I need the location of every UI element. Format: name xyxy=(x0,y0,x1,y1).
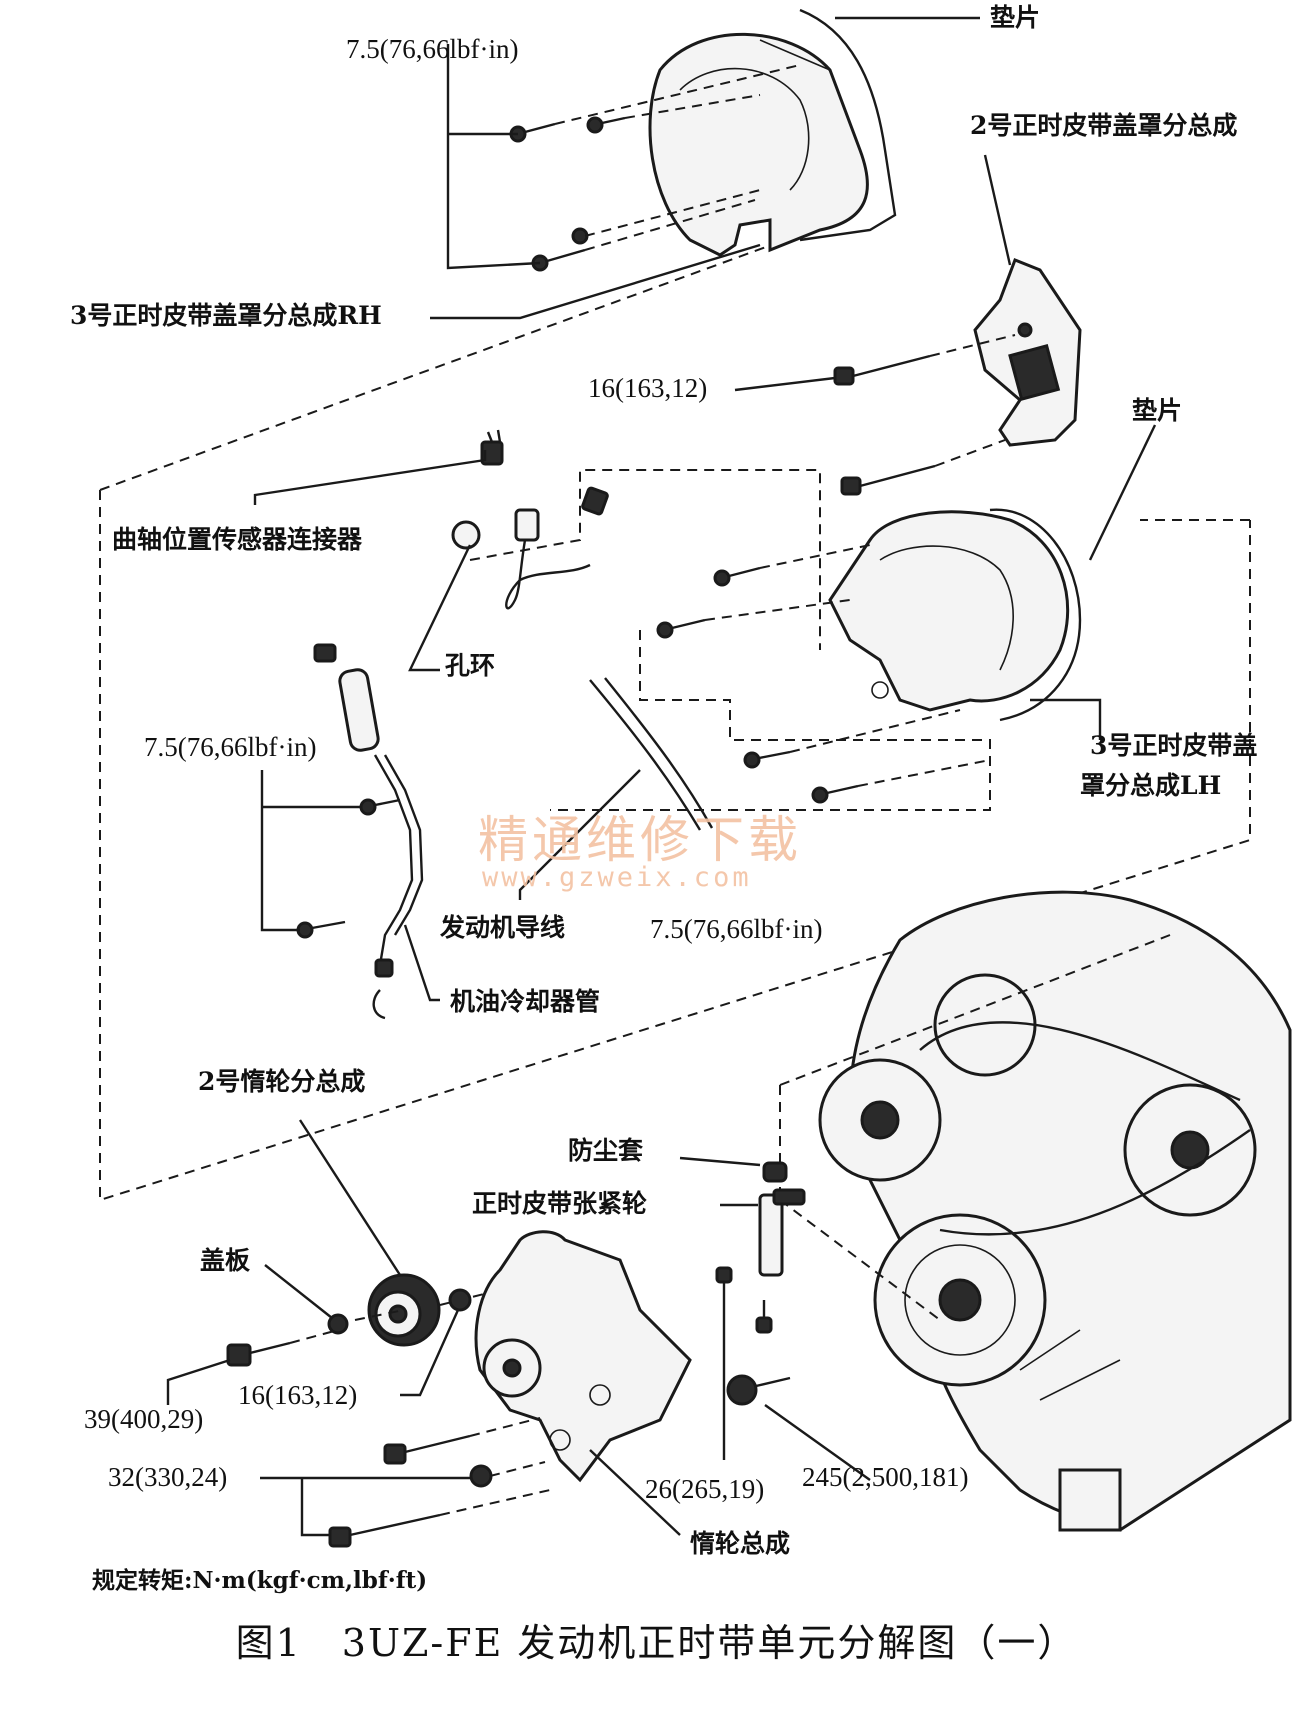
bolt-16-a xyxy=(833,354,931,386)
label-torque-16-b: 16(163,12) xyxy=(238,1380,358,1410)
bolt-top-1 xyxy=(509,122,556,143)
label-spec-torque: 规定转矩:N·m(kgf·cm,lbf·ft) xyxy=(92,1567,428,1594)
engine-block-part xyxy=(818,890,1292,1532)
bolt-mid-4 xyxy=(811,784,859,804)
label-cover-no3-rh: 3号正时皮带盖罩分总成RH xyxy=(70,301,382,330)
bolt-16-c xyxy=(840,464,936,496)
tensioner-part xyxy=(758,1188,806,1277)
bolt-245 xyxy=(726,1374,791,1406)
label-tensioner: 正时皮带张紧轮 xyxy=(472,1189,648,1218)
label-cover-plate: 盖板 xyxy=(200,1246,251,1275)
oil-cooler-pipe-part xyxy=(313,643,424,1020)
bolt-32-a xyxy=(383,1434,471,1465)
label-torque-left: 7.5(76,66lbf·in) xyxy=(144,732,317,762)
bolt-top-2 xyxy=(586,116,626,134)
label-cover-no3-lh-line2: 罩分总成LH xyxy=(1080,771,1222,800)
figure-caption: 图1 3UZ-FE 发动机正时带单元分解图（一） xyxy=(235,1621,1078,1665)
label-torque-top: 7.5(76,66lbf·in) xyxy=(346,34,519,64)
label-torque-39: 39(400,29) xyxy=(84,1404,204,1434)
label-engine-wire: 发动机导线 xyxy=(440,913,566,942)
grommet-part xyxy=(451,520,481,550)
label-torque-26: 26(265,19) xyxy=(645,1474,765,1504)
label-idler-assy: 惰轮总成 xyxy=(690,1529,791,1558)
bolt-left-1 xyxy=(359,798,401,816)
label-torque-32: 32(330,24) xyxy=(108,1462,228,1492)
label-gasket-top: 垫片 xyxy=(990,3,1041,32)
cover-plate-part xyxy=(327,1313,349,1335)
label-cover-no2: 2号正时皮带盖罩分总成 xyxy=(970,111,1238,140)
bolt-left-2 xyxy=(296,920,346,939)
assembly-outline-dashed xyxy=(99,219,1251,1202)
label-torque-245: 245(2,500,181) xyxy=(802,1462,969,1492)
bolt-mid-1 xyxy=(713,566,761,587)
bolt-32-c xyxy=(328,1513,441,1548)
label-crank-sensor-connector: 曲轴位置传感器连接器 xyxy=(112,525,363,554)
watermark-text: 精通维修下载 xyxy=(478,811,802,869)
bolt-mid-2 xyxy=(656,618,706,639)
cover-no3-lh-part xyxy=(828,510,1070,712)
gasket-mid-part xyxy=(989,508,1082,722)
label-gasket-mid: 垫片 xyxy=(1132,396,1183,425)
label-torque-16-a: 16(163,12) xyxy=(588,373,708,403)
label-idler-no2: 2号惰轮分总成 xyxy=(198,1067,366,1096)
engine-wire-part xyxy=(589,677,714,831)
bolt-26-2 xyxy=(755,1300,773,1334)
watermark-url: www.gzweix.com xyxy=(482,862,752,893)
cover-no3-rh-part xyxy=(648,32,869,257)
label-grommet: 孔环 xyxy=(445,651,496,680)
idler-assy-part xyxy=(474,1230,692,1483)
label-cover-no3-lh-line1: 3号正时皮带盖 xyxy=(1090,731,1258,760)
bolt-32-b xyxy=(469,1464,493,1488)
bolt-mid-3 xyxy=(743,750,791,769)
nut-16-b xyxy=(448,1288,472,1312)
gasket-top-part xyxy=(799,8,897,242)
dust-boot-part xyxy=(762,1161,788,1183)
bolt-top-4 xyxy=(531,248,586,272)
bolt-26-1 xyxy=(715,1266,733,1310)
label-oil-cooler-pipe: 机油冷却器管 xyxy=(450,987,601,1016)
idler-no2-part xyxy=(367,1273,441,1347)
bolt-top-3 xyxy=(571,227,589,245)
bolt-39 xyxy=(226,1341,291,1367)
crank-sensor-connector-part xyxy=(480,429,609,610)
label-torque-mid: 7.5(76,66lbf·in) xyxy=(650,914,823,944)
cover-no2-part xyxy=(973,258,1082,447)
label-dust-boot: 防尘套 xyxy=(568,1136,644,1165)
